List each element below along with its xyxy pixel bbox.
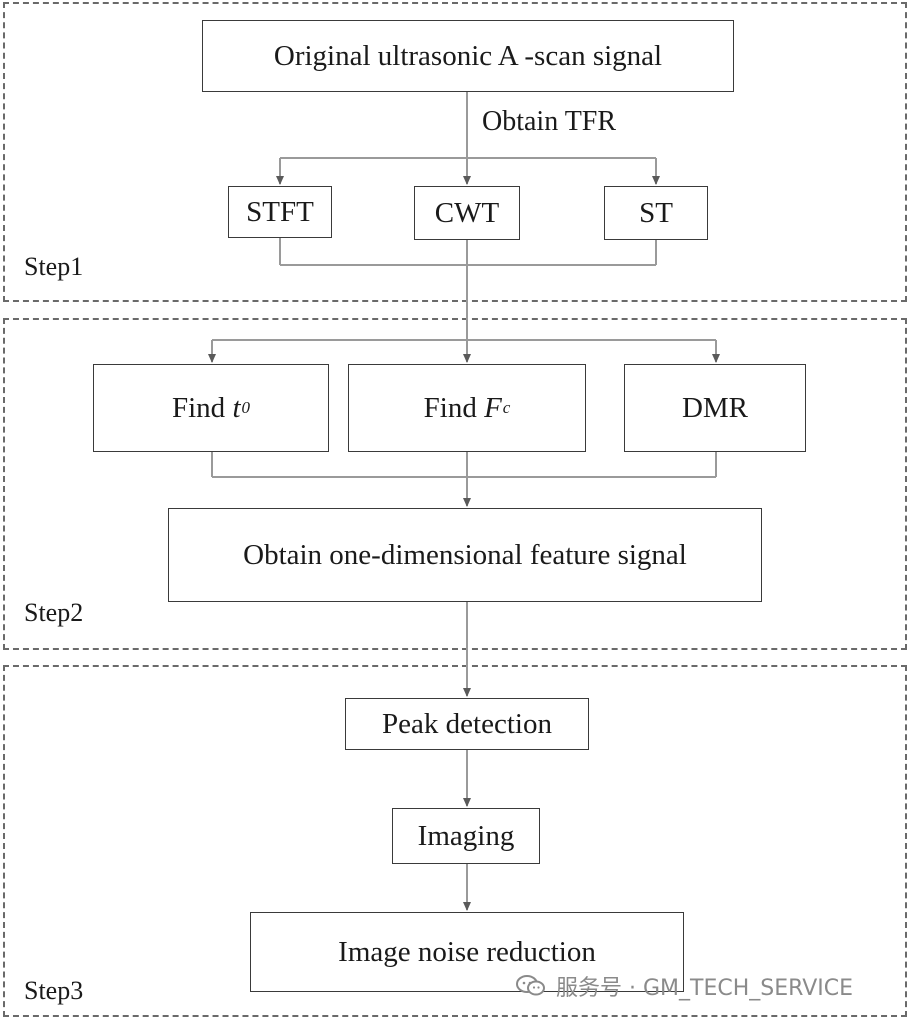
node-st-text: ST <box>639 196 673 229</box>
node-find-t0-var: t <box>232 391 241 424</box>
node-peak-detection: Peak detection <box>345 698 589 750</box>
node-stft-text: STFT <box>246 195 314 228</box>
obtain-tfr-label: Obtain TFR <box>482 106 617 137</box>
step3-container <box>3 665 907 1017</box>
node-find-fc-sub: c <box>502 398 511 417</box>
node-original-signal-text: Original ultrasonic A -scan signal <box>273 39 663 72</box>
step2-container <box>3 318 907 650</box>
node-stft: STFT <box>228 186 332 238</box>
node-imaging: Imaging <box>392 808 540 864</box>
step3-label: Step3 <box>24 976 84 1005</box>
step2-label: Step2 <box>24 598 84 627</box>
wechat-icon <box>516 975 545 996</box>
node-dmr-text: DMR <box>681 391 749 424</box>
node-peak-detection-text: Peak detection <box>382 707 552 740</box>
node-cwt-text: CWT <box>434 196 500 229</box>
node-st: ST <box>604 186 708 240</box>
node-find-fc-prefix: Find <box>423 391 485 424</box>
node-noise-reduction-text: Image noise reduction <box>338 935 596 968</box>
node-noise-reduction: Image noise reduction <box>250 912 684 992</box>
node-dmr: DMR <box>624 364 806 452</box>
node-feature-signal: Obtain one-dimensional feature signal <box>168 508 762 602</box>
node-find-t0-sub: 0 <box>241 398 251 417</box>
node-find-fc-var: F <box>484 391 502 424</box>
node-find-t0-prefix: Find <box>172 391 233 424</box>
node-imaging-text: Imaging <box>417 819 515 852</box>
watermark: 服务号 · GM_TECH_SERVICE <box>516 966 896 1006</box>
step1-container <box>3 2 907 302</box>
node-original-signal: Original ultrasonic A -scan signal <box>202 20 734 92</box>
node-feature-signal-text: Obtain one-dimensional feature signal <box>243 538 687 571</box>
node-cwt: CWT <box>414 186 520 240</box>
step1-label: Step1 <box>24 252 84 281</box>
watermark-text: 服务号 · GM_TECH_SERVICE <box>556 976 854 1001</box>
